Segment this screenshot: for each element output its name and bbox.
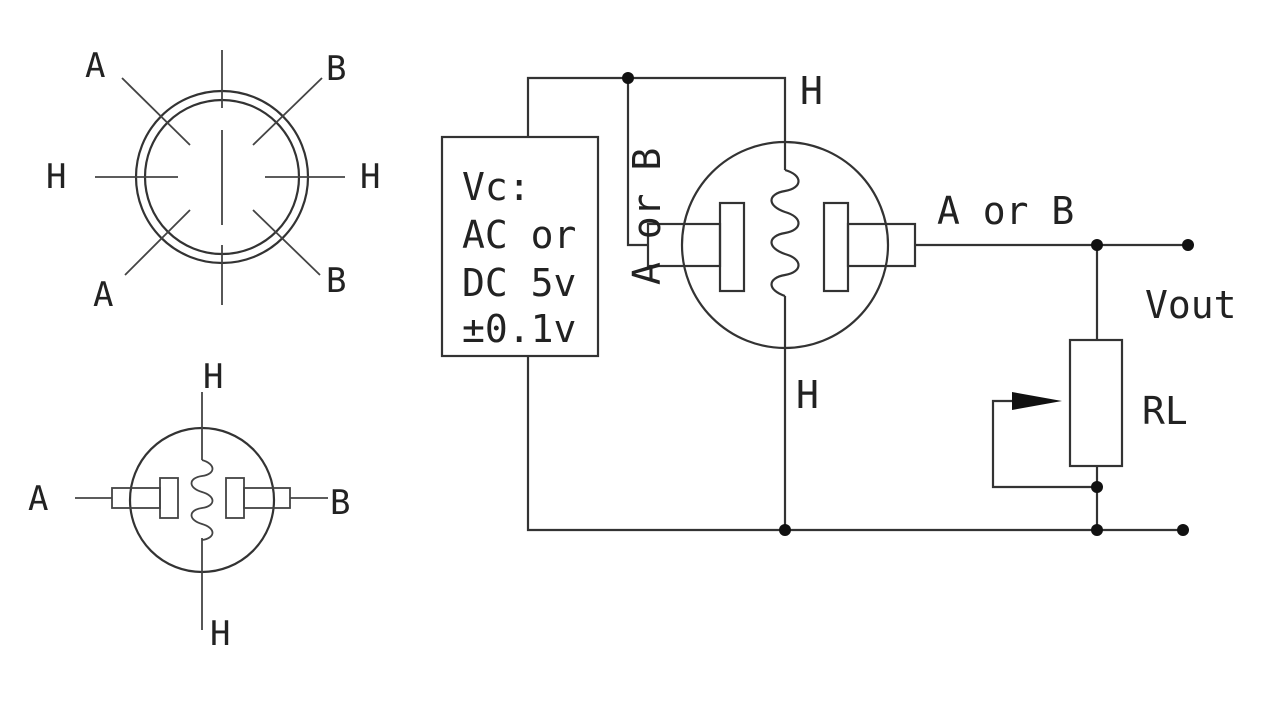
supply-line-4: ±0.1v [462,307,576,351]
label-rl: RL [1142,389,1188,433]
wire-left-pin [626,78,648,247]
terminal-dot [1182,239,1194,251]
pinout-top-label-b2: B [326,261,346,301]
electrode-stem-left [111,487,161,509]
junction-dot [779,524,791,536]
pinout-bottom: H A B H [28,357,350,654]
pin-line-b-bottom [252,209,321,276]
pinout-bottom-label-h-bottom: H [210,614,230,654]
pinout-bottom-label-h-top: H [203,357,223,397]
pinout-top: A B H H A B [46,46,380,315]
wire-top [526,76,787,140]
pinout-bottom-label-b: B [330,483,350,523]
supply-box [440,135,600,358]
pinout-top-label-a2: A [93,275,113,315]
pin-line-b-top [252,77,323,146]
pin-line-a-bottom [124,209,191,276]
electrode-plate-right-main [822,201,850,293]
junction-dot [1091,524,1103,536]
pin-line-a-top [121,77,191,146]
pinout-top-label-b1: B [326,49,346,89]
electrode-plate-left [159,477,179,519]
label-heater-top: H [800,69,823,113]
pinout-bottom-label-a: A [28,479,48,519]
heater-coil-main [770,168,800,298]
wire-bottom [526,356,1183,532]
supply-line-1: Vc: [462,165,531,209]
wiper-arrow-icon [1012,392,1062,410]
electrode-stem-right [243,487,291,509]
junction-dot [622,72,634,84]
terminal-dot [1177,524,1189,536]
pinout-top-label-h-right: H [360,157,380,197]
electrode-stem-right-main [846,222,917,268]
label-heater-bottom: H [796,373,819,417]
electrode-plate-right [225,477,245,519]
circuit: Vc: AC or DC 5v ±0.1v [440,69,1237,536]
heater-coil [190,459,214,541]
pinout-top-label-a1: A [85,46,105,86]
label-right-pin: A or B [937,189,1074,233]
electrode-plate-left-main [718,201,746,293]
label-vout: Vout [1145,283,1237,327]
pinout-top-label-h-left: H [46,157,66,197]
resistor-rl [1068,338,1124,468]
supply-line-3: DC 5v [462,261,576,305]
wire-rl-wiper [991,399,1097,489]
supply-line-2: AC or [462,213,576,257]
junction-dot [1091,481,1103,493]
label-left-pin: A or B [625,148,669,285]
junction-dot [1091,239,1103,251]
